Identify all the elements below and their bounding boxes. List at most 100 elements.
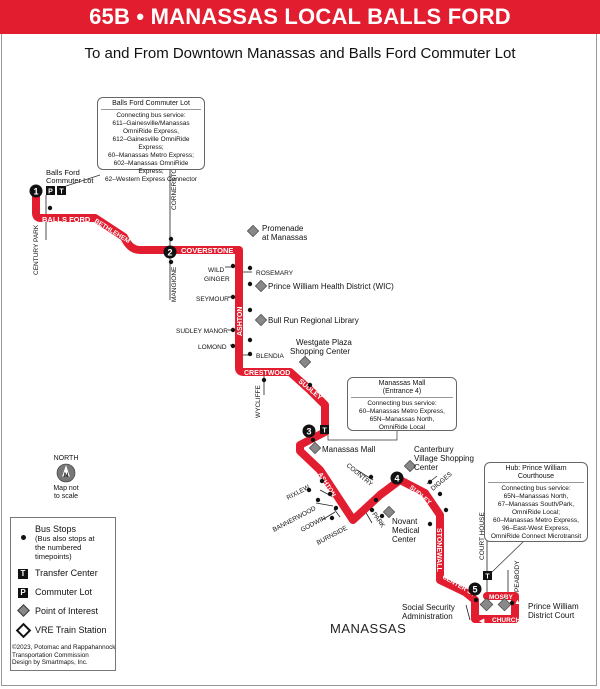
poi-library-icon <box>254 313 268 327</box>
commuter-lot-icon: P <box>46 186 55 196</box>
svg-text:4: 4 <box>394 474 399 484</box>
callout-hub-title: Hub: Prince William Courthouse <box>488 465 584 483</box>
town-label: MANASSAS <box>330 621 407 636</box>
poi-novant-line3: Center <box>392 535 416 544</box>
street-sudley-manor: SUDLEY MANOR <box>176 328 228 335</box>
street-mangione: MANGIONE <box>171 266 178 302</box>
poi-social-security-icon <box>479 597 494 612</box>
callout-mall-service: Connecting bus service: 60–Manassas Metr… <box>359 400 445 431</box>
svg-text:P: P <box>48 189 53 196</box>
legend-commuter-lot-label: Commuter Lot <box>35 587 93 597</box>
legend-bus-stops-label: Bus Stops <box>35 524 77 534</box>
legend-vre-label: VRE Train Station <box>35 625 107 635</box>
svg-text:T: T <box>322 428 327 435</box>
north-label: NORTH <box>46 455 86 462</box>
poi-social-security-line1: Social Security <box>402 603 455 612</box>
poi-canterbury-line1: Canterbury <box>414 445 454 454</box>
callout-mall-title: Manassas Mall (Entrance 4) <box>351 380 453 398</box>
street-ashton: ASHTON <box>237 307 244 336</box>
callout-balls-ford-title: Balls Ford Commuter Lot <box>101 100 201 110</box>
street-bethlehem: BETHLEHEM <box>93 218 131 245</box>
poi-health: Prince William Health District (WIC) <box>268 282 394 291</box>
transfer-center-icon-mall: T <box>320 425 329 435</box>
street-stonewall: STONEWALL <box>435 528 442 573</box>
street-coverstone: COVERSTONE <box>181 246 233 255</box>
transfer-icon: T <box>18 569 28 579</box>
arrow-left-icon: ◀ <box>479 618 485 625</box>
callout-connectors <box>65 174 526 573</box>
poi-library: Bull Run Regional Library <box>268 316 359 325</box>
street-rixlew: RIXLEW <box>286 483 312 501</box>
street-wycliffe: WYCLIFFE <box>255 384 262 418</box>
poi-westgate-icon <box>298 355 312 369</box>
north-text: NORTH <box>53 455 79 462</box>
street-blendia: BLENDIA <box>256 353 284 360</box>
street-court-house: COURT HOUSE <box>479 512 486 560</box>
route-title: 65B • MANASSAS LOCAL BALLS FORD <box>0 0 600 34</box>
street-century-park: CENTURY PARK <box>33 224 40 275</box>
poi-promenade-line2: at Manassas <box>262 233 307 242</box>
timepoint-4: 4 <box>390 471 404 485</box>
street-burnside: BURNSIDE <box>316 525 350 547</box>
poi-promenade-icon <box>246 224 260 238</box>
map-not-to-scale: Map not to scale <box>53 485 79 500</box>
svg-text:2: 2 <box>167 248 172 258</box>
legend-bus-stops: Bus Stops (Bus also stops at the numbere… <box>17 524 95 561</box>
poi-manassas-mall: Manassas Mall <box>322 445 376 454</box>
poi-pw-court-line2: District Court <box>528 611 575 620</box>
svg-text:1: 1 <box>33 187 38 197</box>
callout-hub: Hub: Prince William Courthouse Connectin… <box>484 462 588 542</box>
timepoint-3: 3 <box>302 424 316 438</box>
street-balls-ford: BALLS FORD <box>42 215 91 224</box>
legend-poi: Point of Interest <box>16 604 99 617</box>
poi-novant-icon <box>382 505 396 519</box>
copyright: ©2023, Potomac and Rappahannock Transpor… <box>12 644 116 666</box>
street-seymour: SEYMOUR <box>196 296 229 303</box>
timepoint-2: 2 <box>163 245 177 259</box>
svg-text:3: 3 <box>306 427 311 437</box>
poi-pw-court-line1: Prince William <box>528 602 579 611</box>
legend-poi-label: Point of Interest <box>35 606 99 616</box>
street-wild: WILD <box>208 267 225 274</box>
poi-westgate-line2: Shopping Center <box>290 347 350 356</box>
callout-manassas-mall: Manassas Mall (Entrance 4) Connecting bu… <box>347 377 457 431</box>
timepoint-5: 5 <box>468 582 482 596</box>
street-lomond: LOMOND <box>198 344 227 351</box>
poi-canterbury-line3: Center <box>414 463 438 472</box>
svg-text:N: N <box>64 473 68 479</box>
transfer-center-icon-hub: T <box>483 571 492 581</box>
street-park: PARK <box>370 511 386 530</box>
street-cornerstone-hill: CORNERSTONE HILL <box>171 144 178 210</box>
legend-vre: VRE Train Station <box>15 622 107 639</box>
svg-text:T: T <box>59 189 64 196</box>
legend-commuter-lot: P Commuter Lot <box>17 587 92 598</box>
poi-canterbury-line2: Village Shopping <box>414 454 474 463</box>
balls-ford-label-line2: Commuter Lot <box>46 176 94 185</box>
transfer-center-icon: T <box>57 186 66 196</box>
street-peabody: PEABODY <box>514 560 521 592</box>
street-crestwood: CRESTWOOD <box>244 370 290 377</box>
poi-social-security-line2: Administration <box>402 612 453 621</box>
street-sudley: SUDLEY <box>297 378 324 402</box>
route-subtitle: To and From Downtown Manassas and Balls … <box>84 45 516 62</box>
legend: Bus Stops (Bus also stops at the numbere… <box>10 517 116 671</box>
train-station-icon <box>15 622 31 639</box>
poi-pw-court-icon <box>497 597 512 612</box>
callout-hub-service: Connecting bus service: 65N–Manassas Nor… <box>490 485 582 540</box>
balls-ford-label-line1: Balls Ford <box>46 168 80 177</box>
street-rosemary: ROSEMARY <box>256 270 294 277</box>
north-arrow-icon: N <box>56 463 76 483</box>
legend-bus-stops-note: (Bus also stops at the numbered timepoin… <box>35 534 95 561</box>
poi-health-icon <box>254 279 268 293</box>
legend-transfer: T Transfer Center <box>17 568 98 579</box>
poi-promenade-line1: Promenade <box>262 224 304 233</box>
legend-transfer-label: Transfer Center <box>35 568 98 578</box>
poi-mall-icon <box>308 441 322 455</box>
parking-icon: P <box>18 588 28 598</box>
timepoint-1: 1 <box>29 184 43 198</box>
arrow-up-icon: ▲ <box>514 599 521 606</box>
poi-novant-line2: Medical <box>392 526 420 535</box>
street-digges: DIGGES <box>430 470 454 492</box>
bus-stops <box>47 205 515 606</box>
poi-canterbury-icon <box>403 459 417 473</box>
